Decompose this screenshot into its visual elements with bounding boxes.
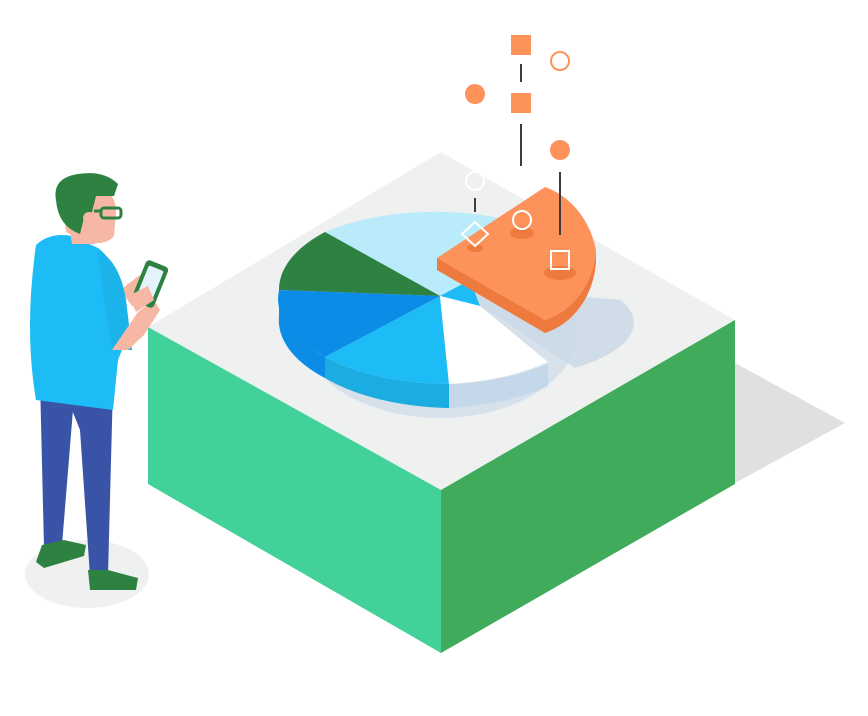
person-hair <box>55 173 118 234</box>
block-shadow <box>735 363 845 483</box>
pie-slice-white <box>440 296 548 384</box>
block-right-face <box>441 320 735 653</box>
pie-slice-sky <box>325 296 449 384</box>
outline-circle-icon <box>512 210 532 230</box>
filled-circle-icon <box>550 140 570 160</box>
glasses-icon <box>94 206 123 220</box>
pie-slice-blue <box>278 290 440 357</box>
person-shoe <box>88 570 138 590</box>
outline-square-icon <box>550 250 570 270</box>
pie-slice-dark-green <box>278 232 440 296</box>
outline-diamond-icon <box>460 220 490 248</box>
outline-circle-icon <box>465 171 485 191</box>
filled-square-icon <box>511 93 531 113</box>
pie-rim-blue <box>278 295 325 378</box>
person-figure <box>25 173 169 608</box>
filled-square-icon <box>511 35 531 55</box>
pie-rim-sky <box>325 357 449 408</box>
outline-circle-icon <box>550 51 570 71</box>
pie-rim-white <box>449 364 548 408</box>
person-front-leg <box>62 385 113 576</box>
data-markers <box>460 35 570 270</box>
person-back-leg <box>40 380 75 548</box>
person-front-sleeve <box>98 250 132 350</box>
block-left-face <box>148 327 441 653</box>
person-hand <box>128 286 154 312</box>
person-shoe <box>36 540 86 568</box>
person-forearm <box>112 300 160 350</box>
filled-circle-icon <box>465 84 485 104</box>
raised-orange-slice <box>437 187 596 333</box>
orange-slice-side <box>437 258 545 333</box>
orange-slice-top <box>437 187 596 320</box>
